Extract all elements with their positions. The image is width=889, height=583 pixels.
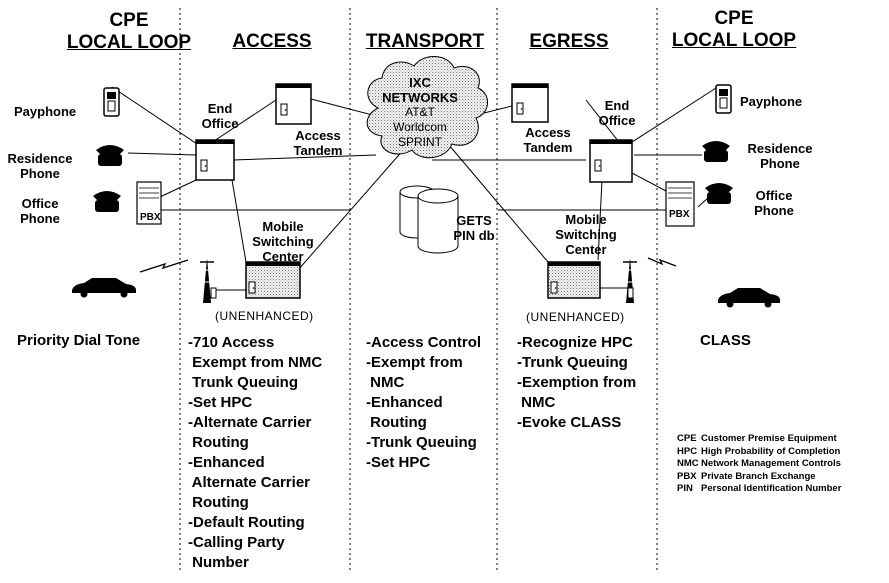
- left-residence-phone-icon: [96, 145, 124, 166]
- header-cpe-left: CPE LOCAL LOOP: [66, 10, 192, 53]
- right-payphone-label: Payphone: [740, 94, 803, 109]
- right-pbx-label: PBX: [669, 209, 690, 220]
- left-office-phone-icon: [93, 191, 121, 212]
- list-item: -Calling Party: [188, 534, 285, 551]
- list-item: -Evoke CLASS: [517, 414, 622, 431]
- list-item: -Trunk Queuing: [517, 354, 628, 371]
- list-item: Alternate Carrier: [188, 474, 310, 491]
- list-item: -710 Access: [188, 334, 275, 351]
- list-item: -Recognize HPC: [517, 334, 633, 351]
- priority-dial-tone-label: Priority Dial Tone: [17, 332, 141, 349]
- column-dividers: [179, 8, 658, 570]
- class-label: CLASS: [700, 332, 751, 349]
- right-car-icon: [718, 288, 780, 308]
- left-cell-tower-icon: [200, 258, 217, 303]
- left-payphone-icon: [103, 87, 120, 117]
- left-access-tandem: [275, 83, 312, 125]
- list-item: -Trunk Queuing: [366, 434, 477, 451]
- header-transport: TRANSPORT: [365, 31, 485, 52]
- left-msc: [245, 261, 301, 299]
- list-item: Routing: [366, 414, 427, 431]
- left-end-office: [195, 139, 235, 181]
- left-car-icon: [72, 278, 136, 298]
- list-item: Trunk Queuing: [188, 374, 299, 391]
- list-item: -Set HPC: [366, 454, 431, 471]
- list-item: -Default Routing: [188, 514, 305, 531]
- list-item: Routing: [188, 494, 249, 511]
- left-pbx-label: PBX: [140, 212, 161, 223]
- ixc-cloud: [366, 56, 488, 159]
- transport-features-list: -Access Control -Exempt from NMC -Enhanc…: [366, 333, 481, 473]
- list-item: -Access Control: [366, 334, 482, 351]
- header-egress: EGRESS: [529, 31, 609, 52]
- left-radio-link-icon: [139, 259, 189, 273]
- right-access-tandem: [511, 83, 549, 123]
- list-item: Exempt from NMC: [188, 354, 323, 371]
- list-item: -Alternate Carrier: [188, 414, 312, 431]
- list-item: NMC: [517, 394, 556, 411]
- access-features-list: -710 Access Exempt from NMC Trunk Queuin…: [188, 333, 322, 573]
- right-pbx-icon: [665, 181, 695, 227]
- right-unenhanced-label: (UNENHANCED): [526, 310, 625, 324]
- right-office-phone-icon: [705, 183, 733, 204]
- header-cpe-right: CPE LOCAL LOOP: [671, 8, 797, 51]
- list-item: -Exemption from: [517, 374, 637, 391]
- left-payphone-label: Payphone: [14, 104, 77, 119]
- list-item: -Enhanced: [366, 394, 443, 411]
- right-end-office: [589, 139, 633, 183]
- right-payphone-icon: [715, 84, 732, 114]
- header-access: ACCESS: [232, 31, 312, 52]
- list-item: -Enhanced: [188, 454, 265, 471]
- egress-features-list: -Recognize HPC -Trunk Queuing -Exemption…: [517, 333, 636, 433]
- ixc-networks-label: IXC NETWORKS AT&T Worldcom SPRINT: [382, 75, 458, 149]
- list-item: Routing: [188, 434, 249, 451]
- left-unenhanced-label: (UNENHANCED): [215, 309, 314, 323]
- left-pbx-icon: [136, 181, 162, 225]
- list-item: NMC: [366, 374, 405, 391]
- list-item: Number: [188, 554, 249, 571]
- right-cell-tower-icon: [623, 258, 637, 303]
- right-msc: [547, 261, 601, 299]
- list-item: -Set HPC: [188, 394, 253, 411]
- right-radio-link-icon: [647, 257, 677, 267]
- list-item: -Exempt from: [366, 354, 463, 371]
- gets-pin-db: [399, 185, 459, 254]
- right-residence-phone-icon: [702, 141, 730, 162]
